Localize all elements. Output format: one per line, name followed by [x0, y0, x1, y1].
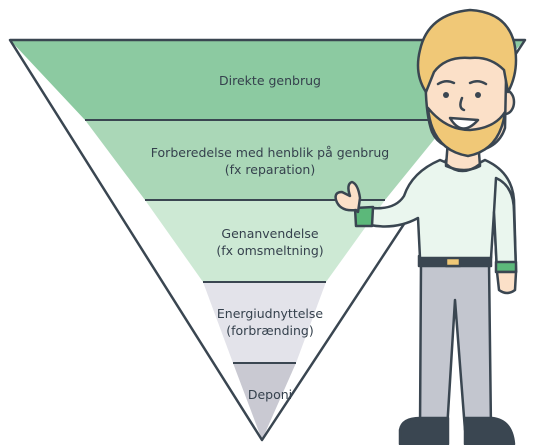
character-mouth: [448, 116, 480, 130]
character-right-eyebrow: [468, 80, 488, 86]
character-illustration: [334, 8, 518, 445]
level-label-line: Forberedelse med henblik på genbrug: [150, 145, 390, 160]
character-left-eyebrow: [436, 80, 456, 86]
character-right-cuff: [494, 260, 518, 274]
character-hair: [416, 8, 518, 94]
character-left-hand: [334, 180, 362, 214]
character-pants: [418, 260, 493, 432]
level-label-line: (fx omsmeltning): [216, 243, 324, 258]
level-label-line: Direkte genbrug: [219, 73, 321, 88]
level-label-direkte-genbrug: Direkte genbrug: [130, 72, 410, 89]
level-label-forberedelse: Forberedelse med henblik på genbrug (fx …: [115, 144, 425, 178]
level-forberedelse-shape: [85, 120, 450, 200]
level-label-deponi: Deponi: [210, 386, 330, 403]
character-shirt: [368, 158, 518, 274]
level-energiudnyttelse-shape: [203, 282, 326, 363]
character-right-shoe: [463, 416, 516, 445]
character-collar: [444, 162, 482, 173]
level-label-line: Energiudnyttelse: [216, 306, 324, 321]
level-label-line: Genanvendelse: [221, 226, 319, 241]
level-genanvendelse-shape: [145, 200, 385, 282]
character-left-cuff: [353, 205, 375, 228]
level-label-line: (fx reparation): [224, 162, 316, 177]
level-deponi-shape: [233, 363, 296, 440]
level-label-line: Deponi: [247, 387, 293, 402]
character-left-eye: [443, 92, 449, 98]
level-label-energiudnyttelse: Energiudnyttelse (forbrænding): [180, 305, 360, 339]
character-left-shoe: [398, 416, 450, 445]
pyramid-outline: [8, 38, 527, 442]
character-nose: [459, 96, 466, 112]
character-beard: [426, 106, 507, 158]
level-label-line: (forbrænding): [226, 323, 314, 338]
level-direkte-genbrug-shape: [10, 40, 525, 120]
level-label-genanvendelse: Genanvendelse (fx omsmeltning): [170, 225, 370, 259]
character-right-eye: [475, 92, 481, 98]
character-right-hand: [495, 270, 518, 295]
